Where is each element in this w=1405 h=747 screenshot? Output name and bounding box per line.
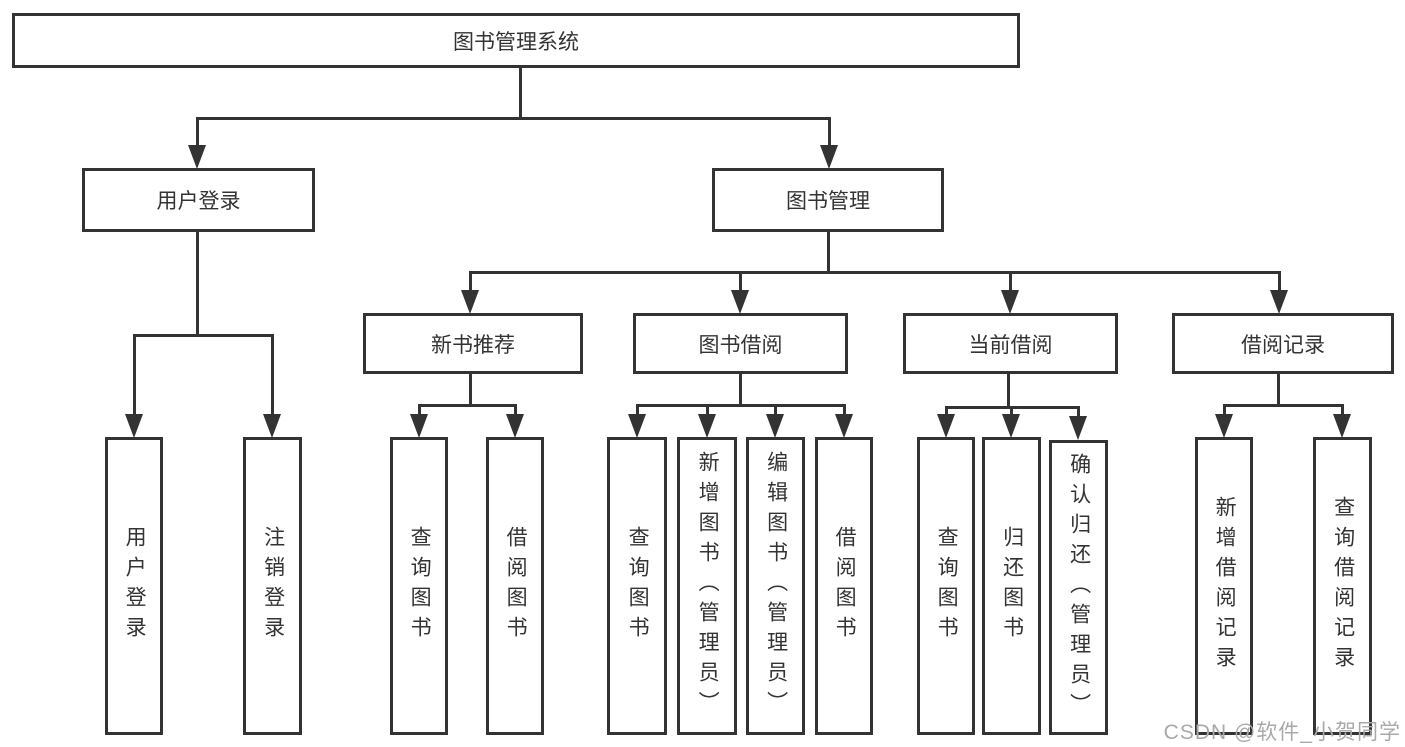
leaf-confirm-return-admin-label: 确认归还（管理员） (1067, 452, 1091, 723)
arrowhead-login-leaf (125, 414, 143, 438)
leaf-borrow-book-label: 借阅图书 (833, 526, 857, 646)
arrowhead-newbook (461, 290, 479, 314)
arrowhead-leaf (698, 414, 716, 438)
node-user-login-label: 用户登录 (156, 190, 241, 213)
connector-login-leaf-drop (132, 335, 136, 417)
arrowhead-leaf (835, 414, 853, 438)
arrowhead-leaf (506, 414, 524, 438)
arrowhead-bookmgmt (820, 145, 838, 169)
leaf-query-book-borrow: 查询图书 (607, 437, 667, 735)
connector-userlogin-stem (195, 231, 199, 336)
connector-root-stem (518, 67, 522, 118)
connector-leaf-drop (417, 405, 421, 419)
node-new-book-recommend-label: 新书推荐 (431, 333, 515, 357)
leaf-query-book-borrow-label: 查询图书 (626, 526, 650, 646)
node-current-borrow: 当前借阅 (903, 313, 1118, 374)
arrowhead-currentborrow (1001, 290, 1019, 314)
node-current-borrow-label: 当前借阅 (968, 333, 1053, 357)
leaf-query-book-current: 查询图书 (917, 437, 975, 735)
node-borrow-record: 借阅记录 (1172, 313, 1394, 374)
leaf-borrow-book-recommend: 借阅图书 (486, 437, 544, 735)
leaf-user-login: 用户登录 (105, 437, 163, 735)
arrowhead-borrowrecord (1270, 290, 1288, 314)
leaf-query-borrow-record: 查询借阅记录 (1313, 437, 1372, 735)
node-borrow-record-label: 借阅记录 (1241, 333, 1325, 357)
connector-borrowrecord-drop (1277, 272, 1281, 294)
leaf-user-login-label: 用户登录 (123, 526, 147, 646)
arrowhead-leaf (410, 414, 428, 438)
node-book-borrow-label: 图书借阅 (698, 333, 783, 357)
connector-userlogin-rail (132, 333, 274, 337)
leaf-query-borrow-record-label: 查询借阅记录 (1331, 496, 1355, 676)
connector-newbook-stem (468, 373, 472, 406)
connector-borrowrecord-stem (1276, 373, 1280, 406)
arrowhead-userlogin (188, 145, 206, 169)
connector-currentborrow-drop (1008, 272, 1012, 294)
leaf-return-book: 归还图书 (982, 437, 1041, 735)
connector-leaf-drop (513, 405, 517, 419)
connector-currentborrow-stem (1006, 373, 1010, 408)
leaf-confirm-return-admin: 确认归还（管理员） (1049, 440, 1108, 735)
node-book-borrow: 图书借阅 (633, 313, 848, 374)
connector-bookborrow-drop (738, 272, 742, 294)
connector-leaf-drop (944, 407, 948, 419)
node-user-login: 用户登录 (82, 168, 315, 232)
connector-leaf-drop (705, 405, 709, 419)
connector-bookborrow-stem (738, 373, 742, 406)
leaf-return-book-label: 归还图书 (1000, 526, 1024, 646)
arrowhead-leaf (628, 414, 646, 438)
leaf-borrow-book-recommend-label: 借阅图书 (504, 526, 528, 646)
connector-leaf-drop (1076, 407, 1080, 419)
connector-newbook-drop (468, 272, 472, 294)
connector-logout-leaf-drop (270, 335, 274, 417)
connector-bookborrow-rail (635, 403, 846, 407)
connector-borrowrecord-rail (1222, 403, 1344, 407)
arrowhead-leaf (1333, 414, 1351, 438)
leaf-query-book-recommend-label: 查询图书 (408, 526, 432, 646)
connector-bookmgmt-stem (826, 231, 830, 273)
connector-leaf-drop (635, 405, 639, 419)
leaf-edit-book-admin-label: 编辑图书（管理员） (764, 451, 788, 721)
node-root: 图书管理系统 (12, 13, 1020, 68)
leaf-add-book-admin-label: 新增图书（管理员） (696, 451, 720, 721)
connector-leaf-drop (773, 405, 777, 419)
connector-leaf-drop (1222, 405, 1226, 419)
connector-root-rail (195, 116, 831, 120)
leaf-add-borrow-record: 新增借阅记录 (1195, 437, 1253, 735)
leaf-edit-book-admin: 编辑图书（管理员） (746, 437, 805, 735)
node-root-label: 图书管理系统 (453, 30, 579, 54)
connector-leaf-drop (842, 405, 846, 419)
connector-newbook-rail (417, 403, 517, 407)
node-book-management: 图书管理 (712, 168, 944, 232)
leaf-logout-label: 注销登录 (261, 526, 285, 646)
arrowhead-leaf (766, 414, 784, 438)
arrowhead-logout-leaf (263, 414, 281, 438)
connector-bookmgmt-rail (468, 270, 1281, 274)
arrowhead-leaf (937, 414, 955, 438)
connector-userlogin-drop (195, 118, 199, 150)
leaf-query-book-current-label: 查询图书 (935, 526, 959, 646)
arrowhead-bookborrow (731, 290, 749, 314)
leaf-query-book-recommend: 查询图书 (390, 437, 448, 735)
connector-leaf-drop (1340, 405, 1344, 419)
arrowhead-leaf (1215, 414, 1233, 438)
connector-leaf-drop (1009, 407, 1013, 419)
csdn-watermark: CSDN @软件_小贺同学 (1163, 721, 1401, 744)
leaf-borrow-book: 借阅图书 (815, 437, 873, 735)
arrowhead-leaf (1002, 414, 1020, 438)
leaf-add-borrow-record-label: 新增借阅记录 (1213, 496, 1237, 676)
node-book-management-label: 图书管理 (786, 190, 870, 213)
node-new-book-recommend: 新书推荐 (363, 313, 583, 374)
connector-bookmgmt-drop (827, 118, 831, 150)
leaf-logout: 注销登录 (243, 437, 302, 735)
arrowhead-leaf (1069, 416, 1087, 440)
leaf-add-book-admin: 新增图书（管理员） (677, 437, 737, 735)
